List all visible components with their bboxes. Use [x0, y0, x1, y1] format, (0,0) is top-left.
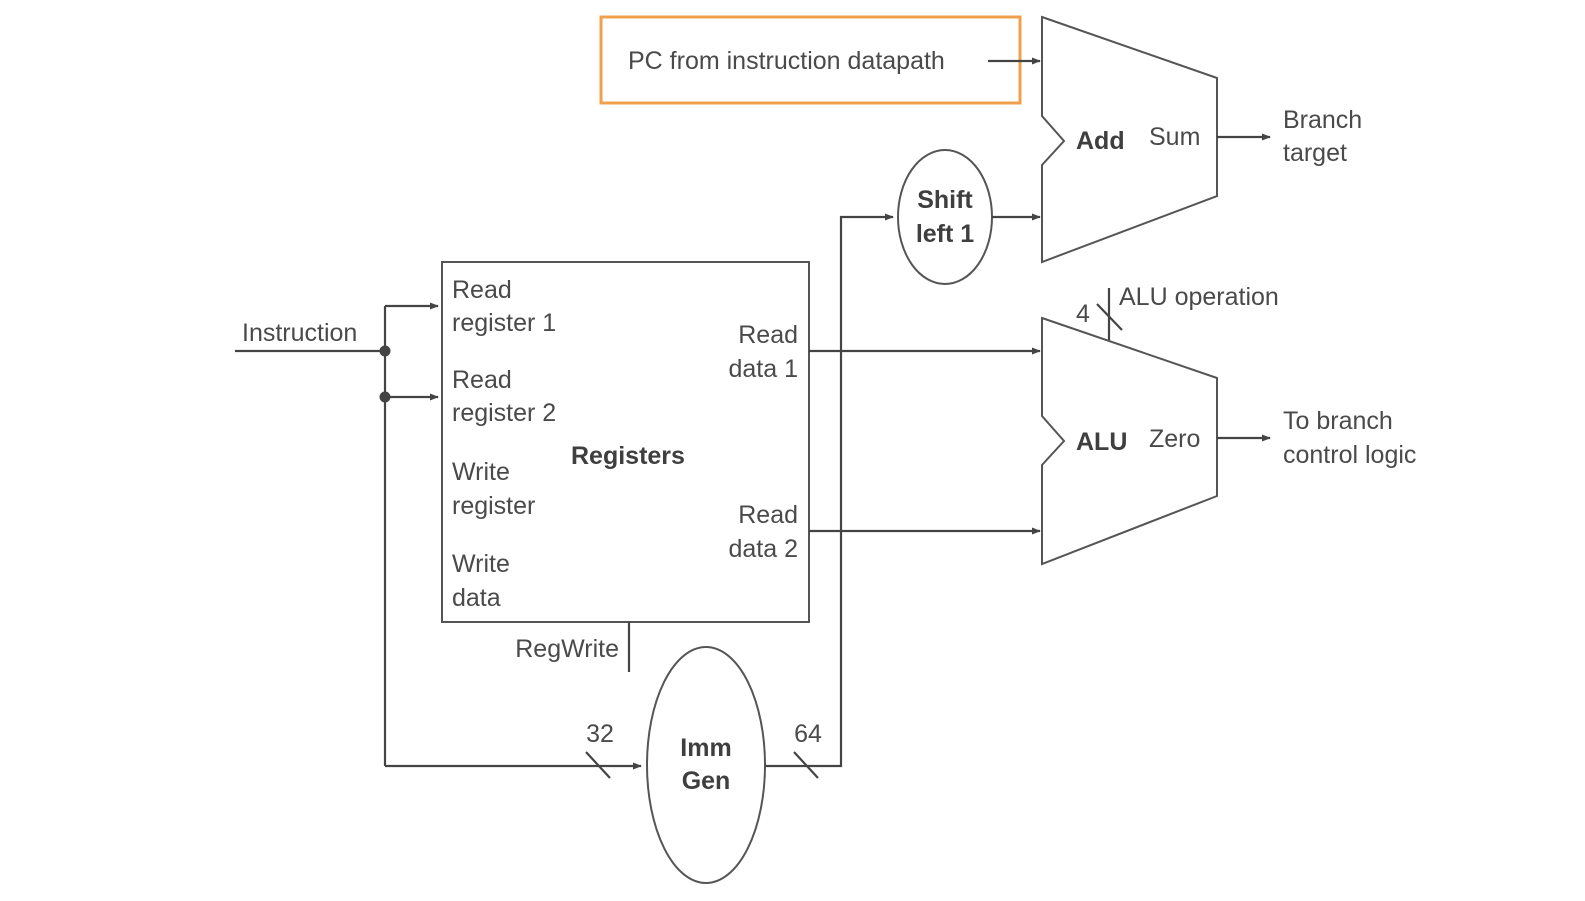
- bus-width-slash: [585, 751, 611, 779]
- adder-label: Add: [1076, 127, 1125, 155]
- imm-gen-unit: [646, 646, 766, 884]
- imm-output-wire: [765, 213, 894, 768]
- registers-title: Registers: [571, 442, 685, 470]
- write-register-label: Write: [452, 458, 510, 486]
- write-register-label: register: [452, 492, 535, 520]
- read-data-2-label: data 2: [728, 535, 798, 563]
- regwrite-label: RegWrite: [515, 635, 619, 663]
- alu-zero-label: Zero: [1149, 425, 1200, 453]
- branch-target-label-1: Branch: [1283, 106, 1362, 134]
- alu-op-label: ALU operation: [1119, 283, 1279, 311]
- alu-label: ALU: [1076, 428, 1127, 456]
- adder-sum-label: Sum: [1149, 123, 1200, 151]
- read-data-1-label: Read: [738, 321, 798, 349]
- junction-dot: [379, 391, 391, 403]
- shift-label-1: Shift: [917, 186, 973, 214]
- alu-op-width: 4: [1076, 300, 1090, 328]
- read-register-2-label: register 2: [452, 399, 556, 427]
- write-data-label: data: [452, 584, 501, 612]
- imm-out-width: 64: [794, 720, 822, 748]
- alu: [1041, 316, 1218, 566]
- bus-width-slash: [1096, 303, 1123, 331]
- shift-label-2: left 1: [916, 220, 974, 248]
- branch-target-label-2: target: [1283, 139, 1347, 167]
- branch-control-label-2: control logic: [1283, 441, 1416, 469]
- read-register-2-label: Read: [452, 366, 512, 394]
- write-data-label: Write: [452, 550, 510, 578]
- read-register-1-label: register 1: [452, 309, 556, 337]
- bus-width-slash: [793, 751, 819, 779]
- branch-control-label-1: To branch: [1283, 407, 1393, 435]
- adder: [1041, 15, 1218, 264]
- imm-in-width: 32: [586, 720, 614, 748]
- read-data-1-label: data 1: [728, 355, 798, 383]
- instruction-label: Instruction: [242, 319, 357, 347]
- pc-input-label: PC from instruction datapath: [628, 47, 945, 75]
- imm-gen-label-2: Gen: [682, 767, 731, 795]
- imm-gen-label-1: Imm: [680, 734, 731, 762]
- shift-left-unit: [897, 149, 993, 285]
- read-data-2-label: Read: [738, 501, 798, 529]
- register-file: [441, 261, 810, 623]
- read-register-1-label: Read: [452, 276, 512, 304]
- junction-dot: [379, 345, 391, 357]
